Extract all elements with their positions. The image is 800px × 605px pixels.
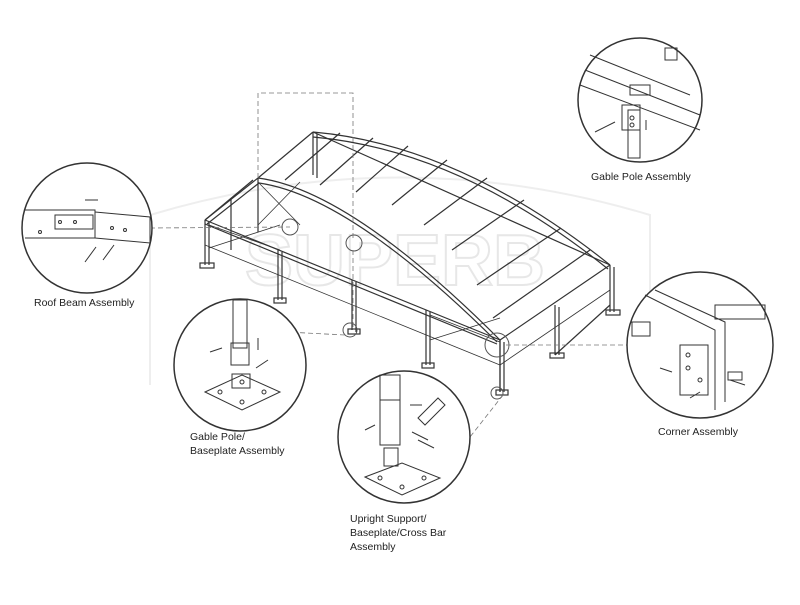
label-upright-support: Upright Support/ Baseplate/Cross Bar Ass… xyxy=(350,512,446,554)
label-roof-beam-assembly: Roof Beam Assembly xyxy=(34,297,135,309)
back-arch xyxy=(312,131,611,266)
label-gable-pole-baseplate: Gable Pole/ Baseplate Assembly xyxy=(190,430,285,458)
detail-gable-pole xyxy=(577,37,703,163)
watermark-text: SUPERB xyxy=(245,221,545,301)
detail-upright-support xyxy=(337,370,471,504)
label-line: Baseplate Assembly xyxy=(190,445,285,457)
detail-gable-baseplate xyxy=(173,298,307,432)
label-corner-assembly: Corner Assembly xyxy=(658,426,738,438)
right-eave-beam xyxy=(312,131,611,266)
tent-frame xyxy=(199,131,621,396)
label-line: Gable Pole/ xyxy=(190,431,245,443)
label-gable-pole-assembly: Gable Pole Assembly xyxy=(591,171,691,183)
front-arch xyxy=(204,177,501,392)
detail-roof-beam xyxy=(21,162,153,294)
label-line: Assembly xyxy=(350,541,396,553)
label-line: Baseplate/Cross Bar xyxy=(350,527,447,539)
label-line: Upright Support/ xyxy=(350,513,427,525)
detail-corner xyxy=(626,271,774,419)
callout-markers xyxy=(281,93,647,400)
